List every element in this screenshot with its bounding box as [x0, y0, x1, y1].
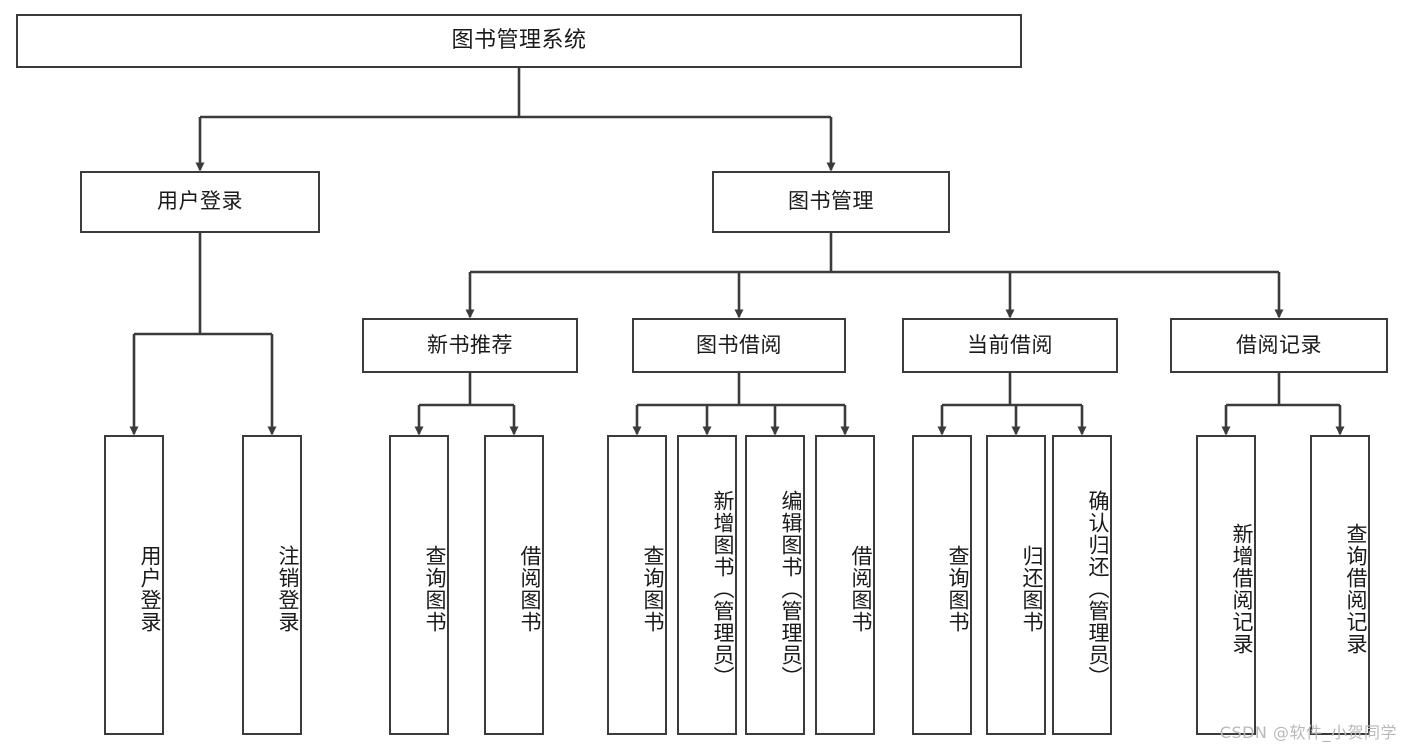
- node-label: 借阅图书: [518, 545, 542, 633]
- node-borrow-record[interactable]: 借阅记录: [1170, 318, 1388, 373]
- node-leaf-return-book[interactable]: 归还图书: [986, 435, 1046, 735]
- node-leaf-add-record[interactable]: 新增借阅记录: [1196, 435, 1256, 735]
- node-leaf-borrow-book-1[interactable]: 借阅图书: [484, 435, 544, 735]
- node-book-manage[interactable]: 图书管理: [712, 171, 950, 233]
- node-label: 图书借阅: [696, 332, 782, 357]
- node-current-borrow[interactable]: 当前借阅: [902, 318, 1118, 373]
- node-label: 图书管理系统: [451, 27, 587, 53]
- node-book-borrow[interactable]: 图书借阅: [632, 318, 846, 373]
- node-label: 新书推荐: [427, 332, 513, 357]
- node-leaf-query-book-1[interactable]: 查询图书: [389, 435, 449, 735]
- node-label: 新增借阅记录: [1230, 523, 1254, 655]
- node-label: 新增图书（管理员）: [711, 490, 735, 688]
- node-label: 图书管理: [788, 189, 874, 214]
- node-leaf-confirm-return[interactable]: 确认归还（管理员）: [1052, 435, 1112, 735]
- node-leaf-edit-book[interactable]: 编辑图书（管理员）: [745, 435, 805, 735]
- node-leaf-borrow-book-2[interactable]: 借阅图书: [815, 435, 875, 735]
- node-root[interactable]: 图书管理系统: [16, 14, 1022, 68]
- node-user-login[interactable]: 用户登录: [80, 171, 320, 233]
- node-label: 查询图书: [423, 545, 447, 633]
- node-label: 编辑图书（管理员）: [779, 490, 803, 688]
- node-label: 查询图书: [641, 545, 665, 633]
- watermark-text: CSDN @软件_小贺同学: [1219, 723, 1397, 742]
- node-label: 归还图书: [1020, 545, 1044, 633]
- node-label: 查询借阅记录: [1344, 523, 1368, 655]
- node-label: 查询图书: [946, 545, 970, 633]
- node-label: 用户登录: [138, 545, 162, 633]
- node-leaf-query-record[interactable]: 查询借阅记录: [1310, 435, 1370, 735]
- node-label: 注销登录: [276, 545, 300, 633]
- node-leaf-query-book-2[interactable]: 查询图书: [607, 435, 667, 735]
- node-leaf-add-book[interactable]: 新增图书（管理员）: [677, 435, 737, 735]
- node-leaf-query-book-3[interactable]: 查询图书: [912, 435, 972, 735]
- node-label: 借阅记录: [1236, 332, 1322, 357]
- node-new-book-rec[interactable]: 新书推荐: [362, 318, 578, 373]
- node-label: 用户登录: [157, 189, 243, 214]
- node-label: 确认归还（管理员）: [1086, 490, 1110, 688]
- node-leaf-user-login[interactable]: 用户登录: [104, 435, 164, 735]
- node-leaf-logout[interactable]: 注销登录: [242, 435, 302, 735]
- node-label: 当前借阅: [967, 332, 1053, 357]
- node-label: 借阅图书: [849, 545, 873, 633]
